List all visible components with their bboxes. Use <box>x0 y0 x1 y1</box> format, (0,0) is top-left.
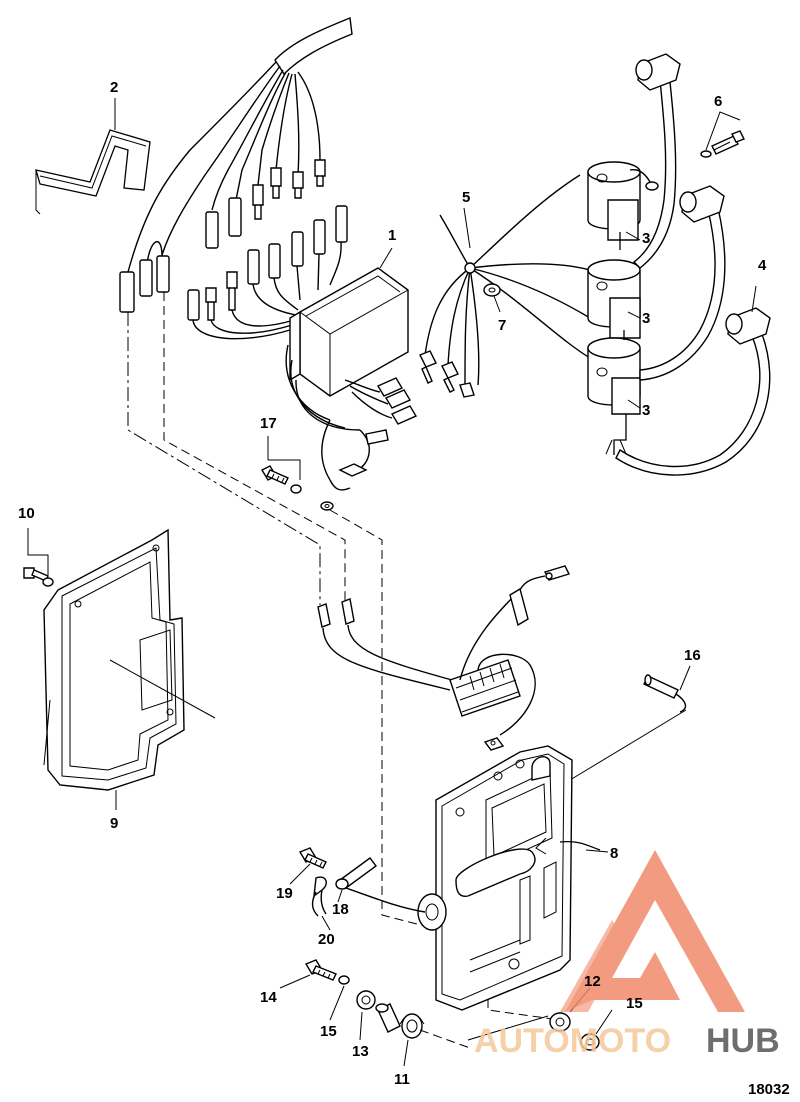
mounting-plate <box>417 745 601 1011</box>
callout-3b: 3 <box>642 310 650 327</box>
screw-washer-17 <box>261 436 302 494</box>
callout-3a: 3 <box>642 230 650 247</box>
callout-8: 8 <box>610 845 618 862</box>
callout-15a: 15 <box>320 1023 337 1040</box>
screw-washer-10 <box>23 528 54 587</box>
callout-3c: 3 <box>642 402 650 419</box>
callout-13: 13 <box>352 1043 369 1060</box>
coil-harness <box>419 174 591 398</box>
callout-9: 9 <box>110 815 118 832</box>
callout-20: 20 <box>318 931 335 948</box>
main-harness-cable <box>127 17 353 273</box>
callout-4: 4 <box>758 257 767 274</box>
watermark-text-automoto: AUTOMOTO <box>474 1022 671 1060</box>
figure-number: 18032 <box>748 1081 790 1098</box>
fuse <box>569 674 687 781</box>
callout-15b: 15 <box>626 995 643 1012</box>
spark-plug-leads <box>615 53 771 476</box>
harness-connectors-upper <box>119 159 326 313</box>
parts-18-19-20 <box>298 847 426 917</box>
callout-10: 10 <box>18 505 35 522</box>
rectifier-module <box>317 565 570 751</box>
callout-14: 14 <box>260 989 277 1006</box>
callout-labels: 1 2 3 3 3 4 5 6 7 8 9 10 11 12 13 14 15 … <box>18 79 790 1098</box>
callout-17: 17 <box>260 415 277 432</box>
watermark-text-hub: HUB <box>706 1022 780 1060</box>
watermark-logo: AUTOMOTO HUB <box>474 850 780 1060</box>
ignition-coil-stack <box>587 161 659 455</box>
callout-2: 2 <box>110 79 118 96</box>
callout-16: 16 <box>684 647 701 664</box>
screw-washer-6 <box>700 111 745 158</box>
cdi-module <box>285 267 409 431</box>
callout-12: 12 <box>584 973 601 990</box>
wire-bracket <box>35 129 151 215</box>
callout-11: 11 <box>394 1071 410 1088</box>
callout-18: 18 <box>332 901 349 918</box>
electrical-cover <box>43 528 216 791</box>
callout-1: 1 <box>388 227 396 244</box>
callout-6: 6 <box>714 93 722 110</box>
callout-19: 19 <box>276 885 293 902</box>
cdi-lower-connectors <box>320 377 418 511</box>
callout-5: 5 <box>462 189 470 206</box>
harness-connectors-lower <box>187 205 348 340</box>
callout-7: 7 <box>498 317 506 334</box>
mounting-hardware <box>279 959 600 1051</box>
